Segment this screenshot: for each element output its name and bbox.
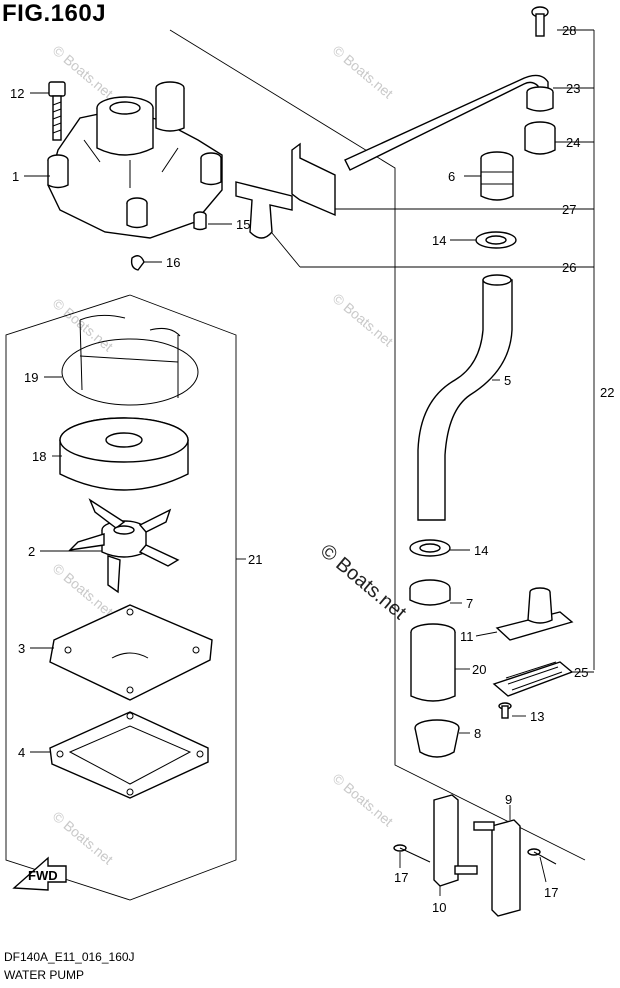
callout-9: 9 — [505, 792, 512, 807]
callout-8: 8 — [474, 726, 481, 741]
callout-12: 12 — [10, 86, 24, 101]
washer-upper-hole — [485, 235, 507, 245]
callout-11: 11 — [460, 629, 474, 644]
tube-holder-part — [495, 587, 574, 641]
clamp-left-part — [433, 794, 478, 887]
diagram-caption: WATER PUMP — [4, 968, 84, 982]
washer-lower-hole — [419, 543, 441, 553]
callout-18: 18 — [32, 449, 46, 464]
impeller-housing-part — [59, 417, 189, 491]
sleeve-part — [410, 623, 456, 702]
bolt-small-part — [498, 702, 512, 719]
callout-14a: 14 — [432, 233, 446, 248]
callout-2: 2 — [28, 544, 35, 559]
callout-28: 28 — [562, 23, 576, 38]
callout-25: 25 — [574, 665, 588, 680]
gasket-part — [49, 711, 209, 799]
screw-left-part — [393, 844, 431, 863]
screw-part — [531, 6, 549, 37]
callout-23: 23 — [566, 81, 580, 96]
kit-outline-left — [5, 294, 237, 901]
callout-17a: 17 — [394, 870, 408, 885]
callout-13: 13 — [530, 709, 544, 724]
callout-19: 19 — [24, 370, 38, 385]
callout-16: 16 — [166, 255, 180, 270]
grommet-part — [480, 151, 514, 201]
callout-15: 15 — [236, 217, 250, 232]
screw-right-part — [527, 848, 557, 865]
callout-21: 21 — [248, 552, 262, 567]
callout-1: 1 — [12, 169, 19, 184]
callout-7: 7 — [466, 596, 473, 611]
impeller-part — [68, 498, 180, 594]
fwd-arrow-icon: FWD — [12, 856, 67, 891]
callout-4: 4 — [18, 745, 25, 760]
collar-part — [409, 579, 451, 606]
pin-part — [193, 211, 207, 231]
callout-5: 5 — [504, 373, 511, 388]
hose-part — [417, 279, 513, 521]
seal-ring-part — [61, 314, 199, 406]
tube-clip-part — [235, 181, 293, 239]
callout-6: 6 — [448, 169, 455, 184]
bolt-part — [48, 81, 66, 141]
callout-3: 3 — [18, 641, 25, 656]
leader-lines — [24, 29, 594, 896]
grommet-upper-part — [526, 86, 554, 112]
tube-bracket-part — [291, 142, 336, 217]
kit-bracket-21 — [169, 29, 586, 861]
hose-top — [482, 274, 512, 286]
key-part — [130, 255, 145, 271]
callout-10: 10 — [432, 900, 446, 915]
diagram-code: DF140A_E11_016_160J — [4, 950, 135, 964]
callout-22: 22 — [600, 385, 614, 400]
callout-17b: 17 — [544, 885, 558, 900]
callout-14b: 14 — [474, 543, 488, 558]
callout-20: 20 — [472, 662, 486, 677]
clamp-right-part — [473, 819, 521, 917]
pump-case-part — [47, 81, 223, 239]
callout-24: 24 — [566, 135, 580, 150]
callout-26: 26 — [562, 260, 576, 275]
grommet-seal-part — [524, 121, 556, 155]
wear-plate-part — [49, 604, 213, 701]
fig-title: FIG.160J — [2, 0, 107, 27]
callout-27: 27 — [562, 202, 576, 217]
bushing-part — [414, 719, 460, 758]
fwd-label: FWD — [28, 868, 58, 883]
water-tube-part — [344, 74, 549, 171]
callout-labels: 1 12 15 16 19 18 2 3 4 21 28 23 24 6 27 … — [10, 23, 614, 915]
screen-part — [492, 661, 574, 697]
